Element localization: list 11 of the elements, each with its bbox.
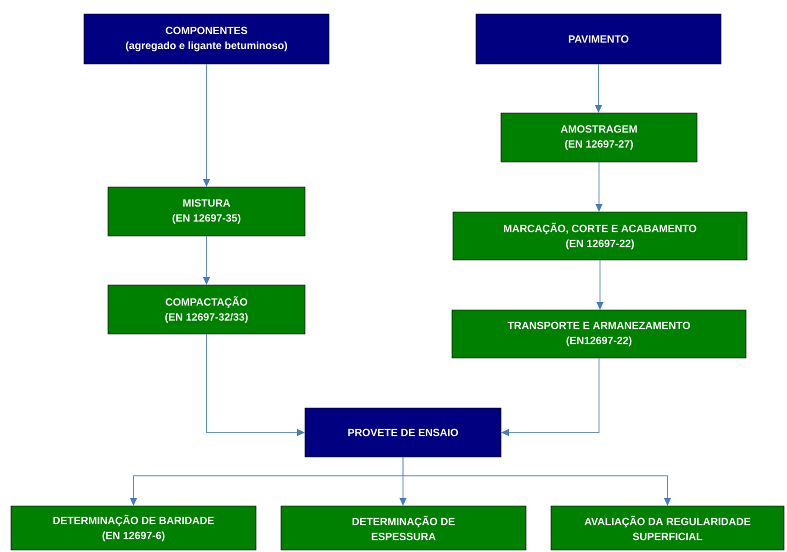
process-box: DETERMINAÇÃO DE ESPESSURA: [280, 506, 526, 550]
process-box: AMOSTRAGEM (EN 12697-27): [500, 112, 698, 162]
process-box: COMPONENTES (agregado e ligante betuminoso): [84, 14, 330, 64]
process-box: MARCAÇÃO, CORTE E ACABAMENTO (EN 12697-22): [452, 212, 748, 260]
process-box: MISTURA (EN 12697-35): [108, 186, 306, 236]
process-box: DETERMINAÇÃO DE BARIDADE (EN 12697-6): [10, 506, 256, 550]
process-box: COMPACTAÇÃO (EN 12697-32/33): [108, 284, 306, 334]
process-box: PROVETE DE ENSAIO: [304, 408, 502, 458]
process-box: PAVIMENTO: [476, 14, 722, 64]
process-box: AVALIAÇÃO DA REGULARIDADE SUPERFICIAL: [550, 506, 784, 550]
process-box: TRANSPORTE E ARMANEZAMENTO (EN12697-22): [452, 310, 746, 358]
